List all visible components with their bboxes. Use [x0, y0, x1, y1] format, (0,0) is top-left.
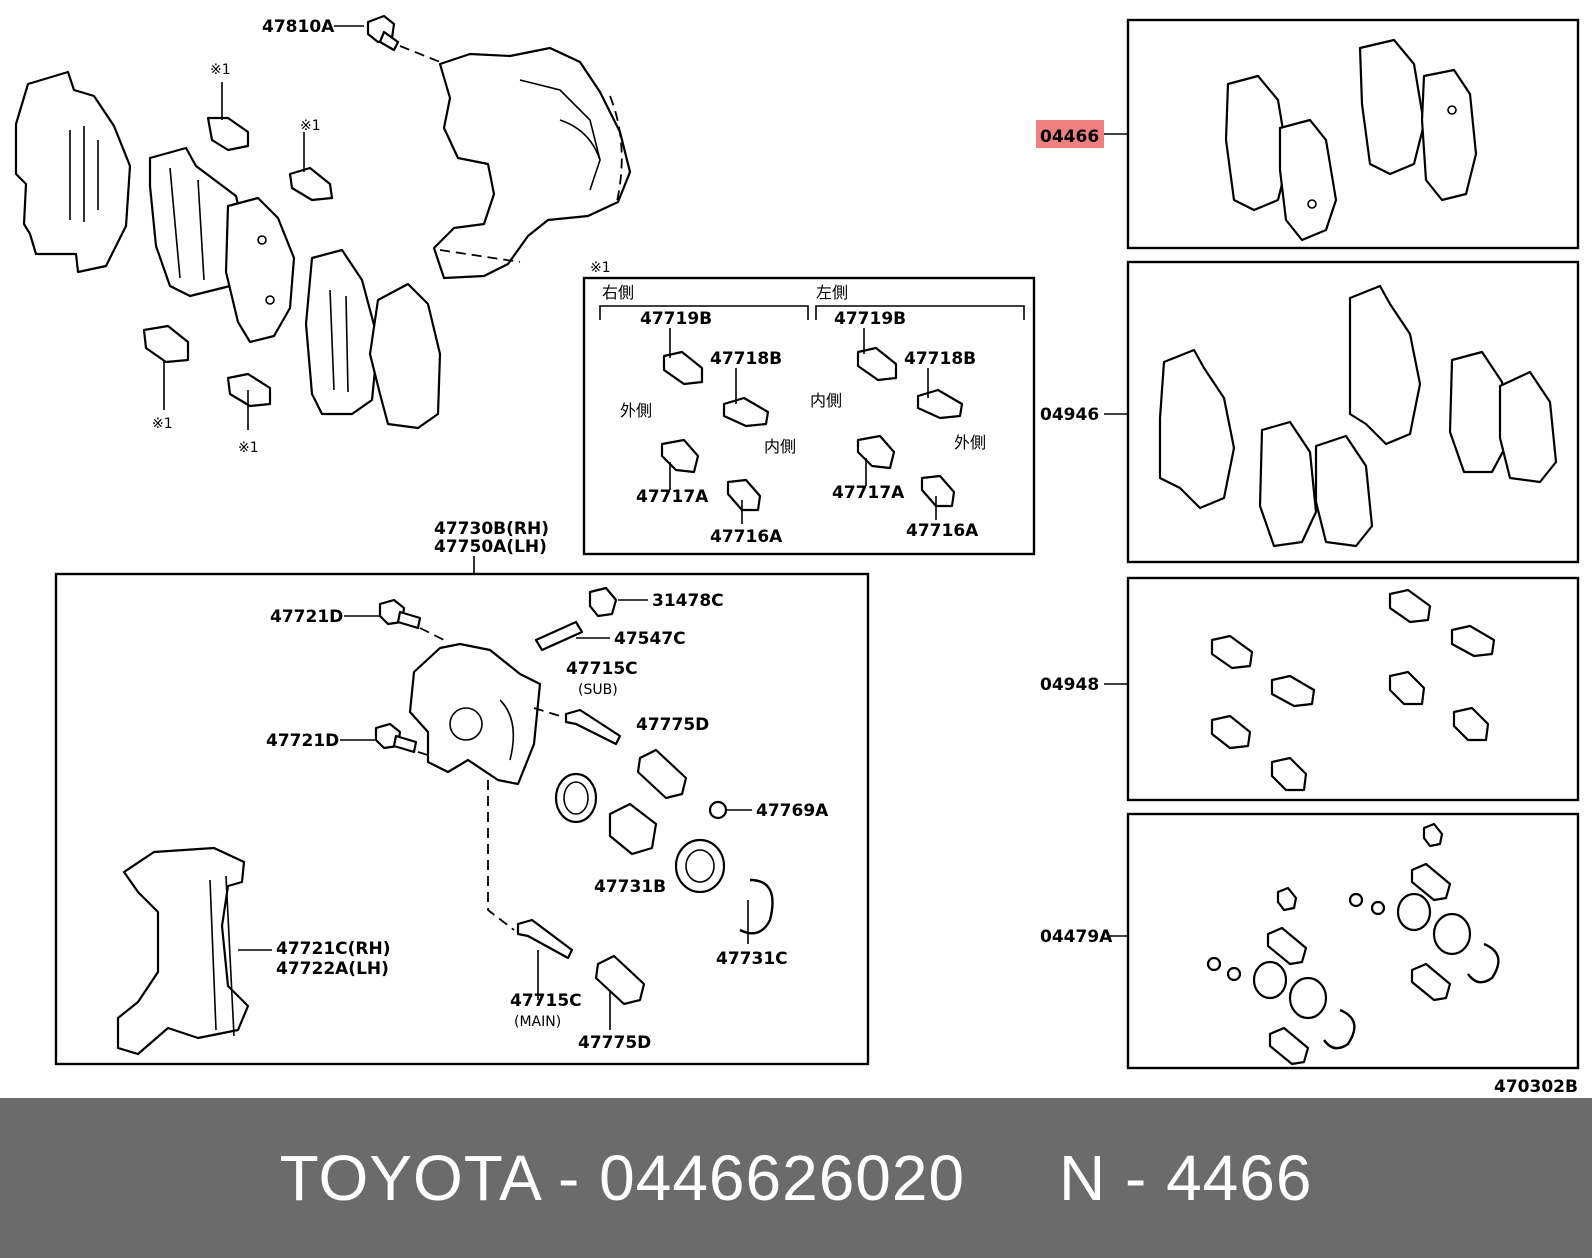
note-mark-1: ※1: [210, 62, 231, 78]
highlight-box-04466: [1036, 120, 1104, 148]
shim-inner-part: [304, 248, 380, 416]
part-number-47750a: 47750A(LH): [434, 537, 547, 557]
shim-kit-04946-illustration: [1158, 284, 1558, 548]
part-number-04466[interactable]: 04466: [1040, 127, 1099, 147]
left-side-label: 左側: [816, 283, 848, 302]
pad-kit-04466-illustration: [1224, 38, 1478, 242]
main-label: (MAIN): [514, 1014, 561, 1030]
part-number-47775d-lower: 47775D: [578, 1033, 651, 1053]
part-number-47730b: 47730B(RH): [434, 519, 549, 539]
part-number-47769a: 47769A: [756, 801, 829, 821]
inner-side-label-right: 内側: [764, 437, 796, 456]
part-number-47721c: 47721C(RH): [276, 939, 390, 959]
note-mark-box: ※1: [590, 260, 611, 276]
footer-bar: TOYOTA - 0446626020 N - 4466: [0, 1098, 1592, 1258]
right-side-label: 右側: [602, 283, 634, 302]
kit-frame-04466: [1126, 18, 1580, 250]
part-number-47722a: 47722A(LH): [276, 959, 389, 979]
note-mark-2: ※1: [300, 118, 321, 134]
part-number-04479a[interactable]: 04479A: [1040, 927, 1113, 947]
brake-assembly-exploded-view: [14, 14, 632, 430]
outer-side-label-left: 外側: [954, 433, 986, 452]
parts-diagram: 47810A ※1 ※1 ※1 ※1 ※1 右側 左側 47719B 47719…: [14, 14, 1580, 1097]
sub-label: (SUB): [578, 682, 618, 698]
part-number-47716a-right: 47716A: [710, 527, 783, 547]
part-number-47731c: 47731C: [716, 949, 788, 969]
caliper-components: [116, 586, 774, 1056]
pad-support-clip-part: [142, 82, 334, 430]
part-number-47715c-sub: 47715C: [566, 659, 638, 679]
bolt-47810a-part: [366, 14, 441, 63]
kit-frame-04479a: [1126, 812, 1580, 1070]
clip-illustrations: [660, 328, 964, 524]
caliper-housing-part: [432, 46, 632, 280]
footer-part-title: TOYOTA - 0446626020 N - 4466: [279, 1142, 1313, 1214]
part-number-47718b-left: 47718B: [904, 349, 976, 369]
part-number-47810a: 47810A: [262, 17, 335, 37]
clip-kit-04948-illustration: [1210, 588, 1496, 792]
outer-side-label-right: 外側: [620, 401, 652, 420]
part-number-04948[interactable]: 04948: [1040, 675, 1099, 695]
kit-frame-04948: [1126, 576, 1580, 802]
inner-side-label-left: 内側: [810, 391, 842, 410]
part-number-47717a-left: 47717A: [832, 483, 905, 503]
kit-frame-04946: [1126, 260, 1580, 564]
brake-pad-inner-part: [224, 196, 296, 344]
clip-detail-frame: [582, 276, 1036, 556]
part-number-47731b: 47731B: [594, 877, 666, 897]
part-number-47721d-lower: 47721D: [266, 731, 339, 751]
anti-squeal-plate-part: [368, 282, 442, 430]
note-mark-4: ※1: [238, 440, 259, 456]
part-number-47719b-right: 47719B: [640, 309, 712, 329]
part-number-31478c: 31478C: [652, 591, 724, 611]
seal-kit-04479a-illustration: [1206, 822, 1500, 1066]
part-number-47547c: 47547C: [614, 629, 686, 649]
diagram-code: 470302B: [1494, 1077, 1578, 1097]
part-number-47775d-upper: 47775D: [636, 715, 709, 735]
part-number-47719b-left: 47719B: [834, 309, 906, 329]
part-number-47715c-main: 47715C: [510, 991, 582, 1011]
shim-outer-part: [14, 70, 132, 274]
part-number-47721d-upper: 47721D: [270, 607, 343, 627]
caliper-detail-frame: [54, 572, 870, 1066]
part-number-47716a-left: 47716A: [906, 521, 979, 541]
part-number-47718b-right: 47718B: [710, 349, 782, 369]
part-number-47717a-right: 47717A: [636, 487, 709, 507]
note-mark-3: ※1: [152, 416, 173, 432]
part-number-04946[interactable]: 04946: [1040, 405, 1099, 425]
